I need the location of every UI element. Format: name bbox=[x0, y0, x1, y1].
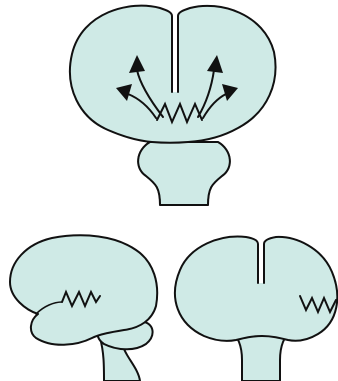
lateral-cerebrum bbox=[10, 235, 157, 344]
front-cerebrum bbox=[175, 237, 337, 341]
top-brainstem bbox=[138, 142, 230, 205]
top-brain-figure bbox=[70, 6, 276, 205]
front-brain-figure bbox=[175, 237, 337, 381]
lateral-brain-figure bbox=[10, 235, 157, 381]
